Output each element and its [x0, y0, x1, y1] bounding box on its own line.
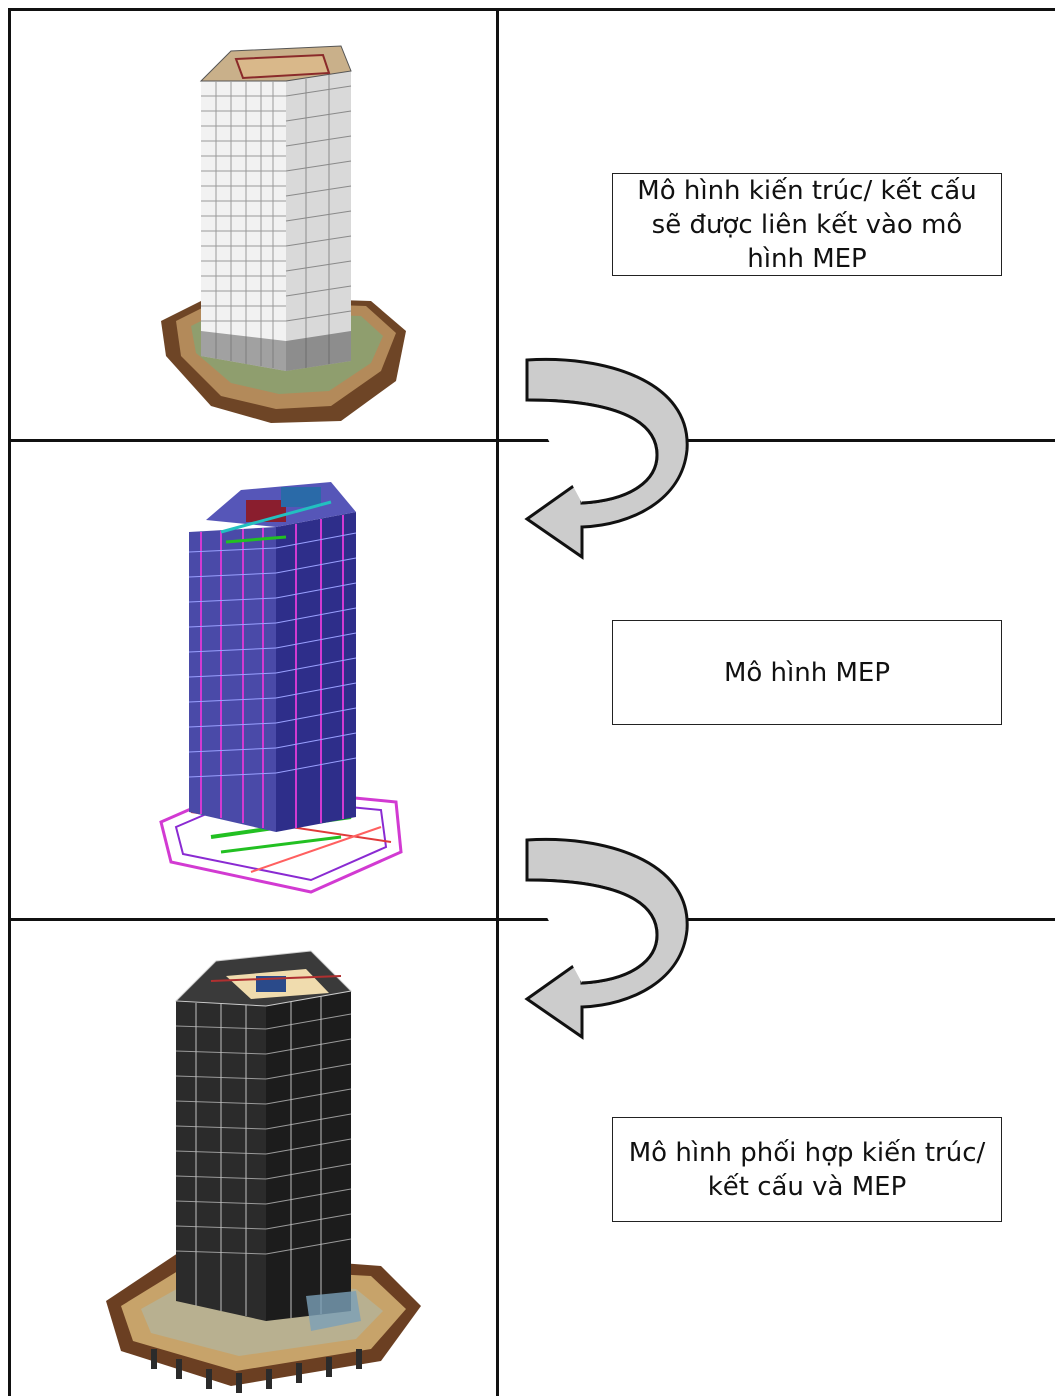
row-1-label: Mô hình kiến trúc/ kết cấu sẽ được liên …: [612, 173, 1002, 276]
row-divider-2: [8, 918, 1055, 921]
row-3-label: Mô hình phối hợp kiến trúc/ kết cấu và M…: [612, 1117, 1002, 1222]
table-left-border: [8, 8, 11, 1396]
combined-building-model-icon: [106, 950, 421, 1393]
row-2-image-cell: [11, 442, 496, 918]
row-divider-1: [8, 439, 1055, 442]
column-divider: [496, 8, 499, 1396]
row-2-label: Mô hình MEP: [612, 620, 1002, 725]
table-top-border: [8, 8, 1055, 11]
architecture-building-model-icon: [161, 45, 406, 423]
curved-arrow-left-icon: [524, 357, 689, 560]
row-3-image-cell: [11, 921, 496, 1396]
row-1-image-cell: [11, 11, 496, 439]
curved-arrow-left-icon: [524, 837, 689, 1040]
mep-model-building-icon: [159, 482, 403, 894]
